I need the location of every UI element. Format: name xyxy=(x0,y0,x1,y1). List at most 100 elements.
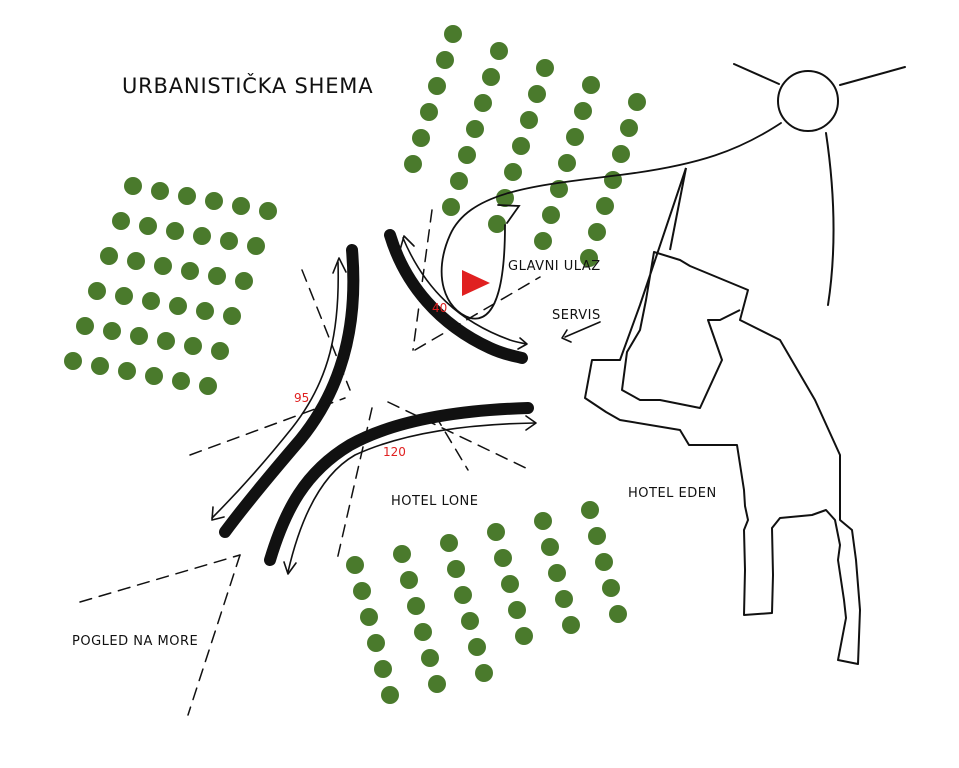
red-triangle-icon xyxy=(462,270,490,296)
tree-icon xyxy=(184,337,202,355)
tree-icon xyxy=(118,362,136,380)
tree-icon xyxy=(412,129,430,147)
tree-grove-lower xyxy=(346,501,627,704)
tree-icon xyxy=(604,171,622,189)
label-main-entrance: GLAVNI ULAZ xyxy=(508,259,601,274)
tree-icon xyxy=(555,590,573,608)
tree-icon xyxy=(566,128,584,146)
tree-icon xyxy=(154,257,172,275)
tree-icon xyxy=(588,223,606,241)
tree-icon xyxy=(504,163,522,181)
label-hotel-lone: HOTEL LONE xyxy=(391,494,479,509)
tree-icon xyxy=(582,76,600,94)
tree-icon xyxy=(536,59,554,77)
tree-icon xyxy=(548,564,566,582)
tree-icon xyxy=(454,586,472,604)
label-sea-view: POGLED NA MORE xyxy=(72,634,198,649)
tree-icon xyxy=(490,42,508,60)
tree-icon xyxy=(127,252,145,270)
tree-icon xyxy=(595,553,613,571)
access-road-outline xyxy=(440,122,782,320)
tree-icon xyxy=(541,538,559,556)
tree-icon xyxy=(112,212,130,230)
direction-arrows xyxy=(211,235,601,575)
tree-icon xyxy=(458,146,476,164)
tree-icon xyxy=(581,501,599,519)
tree-icon xyxy=(609,605,627,623)
tree-icon xyxy=(181,262,199,280)
tree-icon xyxy=(534,512,552,530)
measure-angle-lower: 120 xyxy=(383,445,406,459)
tree-icon xyxy=(461,612,479,630)
tree-icon xyxy=(466,120,484,138)
tree-icon xyxy=(232,197,250,215)
tree-icon xyxy=(620,119,638,137)
tree-icon xyxy=(381,686,399,704)
tree-icon xyxy=(353,582,371,600)
tree-icon xyxy=(428,675,446,693)
diagram-title: URBANISTIČKA SHEMA xyxy=(122,73,373,98)
tree-icon xyxy=(100,247,118,265)
tree-icon xyxy=(346,556,364,574)
tree-icon xyxy=(542,206,560,224)
tree-icon xyxy=(88,282,106,300)
tree-icon xyxy=(475,664,493,682)
tree-icon xyxy=(588,527,606,545)
tree-icon xyxy=(166,222,184,240)
tree-icon xyxy=(130,327,148,345)
tree-grove-left xyxy=(64,177,277,395)
tree-icon xyxy=(450,172,468,190)
tree-icon xyxy=(612,145,630,163)
tree-icon xyxy=(172,372,190,390)
tree-icon xyxy=(436,51,454,69)
tree-icon xyxy=(367,634,385,652)
tree-icon xyxy=(574,102,592,120)
tree-icon xyxy=(550,180,568,198)
tree-icon xyxy=(169,297,187,315)
tree-icon xyxy=(142,292,160,310)
tree-icon xyxy=(488,215,506,233)
tree-icon xyxy=(360,608,378,626)
tree-icon xyxy=(602,579,620,597)
tree-icon xyxy=(404,155,422,173)
tree-icon xyxy=(508,601,526,619)
tree-icon xyxy=(528,85,546,103)
tree-icon xyxy=(139,217,157,235)
tree-icon xyxy=(512,137,530,155)
tree-icon xyxy=(442,198,460,216)
tree-icon xyxy=(103,322,121,340)
label-hotel-eden: HOTEL EDEN xyxy=(628,486,717,501)
tree-icon xyxy=(196,302,214,320)
tree-icon xyxy=(520,111,538,129)
tree-icon xyxy=(501,575,519,593)
tree-icon xyxy=(558,154,576,172)
tree-icon xyxy=(115,287,133,305)
tree-icon xyxy=(235,272,253,290)
tree-icon xyxy=(193,227,211,245)
tree-icon xyxy=(580,249,598,267)
tree-icon xyxy=(487,523,505,541)
tree-icon xyxy=(223,307,241,325)
tree-grove-upper xyxy=(404,25,646,267)
sun-icon xyxy=(733,63,906,306)
tree-icon xyxy=(211,342,229,360)
measure-angle-left: 95 xyxy=(294,391,309,405)
tree-icon xyxy=(628,93,646,111)
tree-icon xyxy=(596,197,614,215)
tree-icon xyxy=(494,549,512,567)
tree-icon xyxy=(145,367,163,385)
tree-icon xyxy=(91,357,109,375)
tree-icon xyxy=(259,202,277,220)
tree-icon xyxy=(420,103,438,121)
measure-angle-upper: 40 xyxy=(432,301,447,315)
tree-icon xyxy=(407,597,425,615)
tree-icon xyxy=(157,332,175,350)
tree-icon xyxy=(393,545,411,563)
tree-icon xyxy=(124,177,142,195)
hotel-eden-outline xyxy=(584,167,861,665)
road-curves xyxy=(219,229,534,566)
tree-groves xyxy=(64,25,646,704)
tree-icon xyxy=(482,68,500,86)
tree-icon xyxy=(447,560,465,578)
